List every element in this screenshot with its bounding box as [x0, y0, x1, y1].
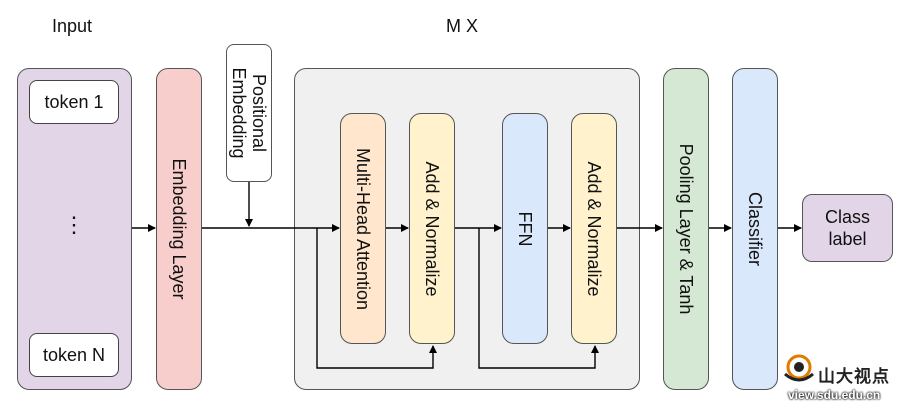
classifier: Classifier: [732, 68, 778, 390]
add-normalize-1: Add & Normalize: [409, 113, 455, 344]
positional-embedding: Positional Embedding: [226, 44, 272, 182]
token-ellipsis: ⋮: [63, 212, 85, 237]
class-label-text: Class label: [824, 207, 870, 249]
embedding-layer: Embedding Layer: [156, 68, 202, 390]
mx-title: M X: [446, 16, 479, 36]
input-title: Input: [52, 16, 93, 36]
multi-head-attention: Multi-Head Attention: [340, 113, 386, 344]
token-first: token 1: [29, 80, 119, 124]
watermark-logo: [782, 350, 816, 384]
add-normalize-2: Add & Normalize: [571, 113, 617, 344]
watermark-text: 山大视点: [818, 367, 890, 386]
pooling-layer: Pooling Layer & Tanh: [663, 68, 709, 390]
token-last: token N: [29, 333, 119, 377]
watermark-url: view.sdu.edu.cn: [788, 388, 881, 402]
eye-logo-icon: [784, 354, 814, 382]
ffn: FFN: [502, 113, 548, 344]
class-label: Class label: [802, 194, 893, 262]
